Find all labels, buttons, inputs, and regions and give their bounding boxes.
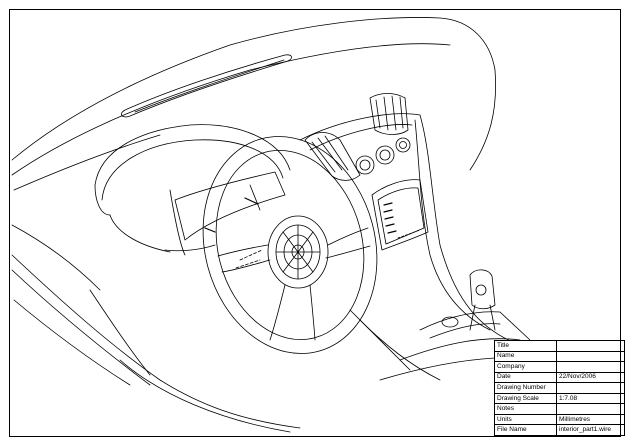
dashboard-top-edge bbox=[11, 17, 496, 171]
sheet-border bbox=[9, 9, 621, 437]
climate-knob-3 bbox=[395, 137, 411, 153]
title-block-label: Notes bbox=[494, 403, 557, 415]
gear-console bbox=[419, 311, 531, 353]
title-block-label: Name bbox=[494, 350, 557, 363]
center-vent-right bbox=[369, 93, 409, 135]
title-block-label: File Name bbox=[494, 424, 557, 436]
title-block-value: Millimetres bbox=[556, 413, 625, 426]
gear-shifter bbox=[469, 269, 496, 310]
title-block-row: Company bbox=[494, 361, 625, 373]
title-block-row: Notes bbox=[494, 403, 625, 415]
title-block-label: Company bbox=[494, 361, 557, 373]
lower-fascia bbox=[11, 254, 301, 429]
title-block-value bbox=[556, 340, 625, 352]
title-block-value bbox=[556, 403, 625, 415]
title-block-label: Drawing Scale bbox=[494, 392, 557, 405]
defroster-vent bbox=[121, 54, 292, 118]
title-block-value: 22/Nov/2006 bbox=[556, 371, 625, 384]
title-block-row: Title bbox=[494, 340, 625, 352]
cluster-hood bbox=[94, 124, 291, 186]
dashboard-wireframe bbox=[11, 17, 531, 433]
steering-hub bbox=[267, 215, 329, 289]
climate-knob-1 bbox=[355, 155, 375, 175]
title-block-label: Drawing Number bbox=[494, 382, 557, 394]
climate-knob-2 bbox=[375, 145, 395, 165]
title-block-row: Drawing Number bbox=[494, 382, 625, 394]
title-block-value bbox=[556, 382, 625, 394]
steering-wheel-rim bbox=[202, 136, 378, 354]
steering-spoke-bottom bbox=[269, 284, 316, 341]
cluster-window bbox=[174, 171, 286, 241]
title-block-value bbox=[556, 350, 625, 363]
center-display-panel bbox=[371, 179, 429, 251]
title-block-label: Title bbox=[494, 340, 557, 352]
title-block-row: Name bbox=[494, 350, 625, 363]
center-vent-left bbox=[304, 132, 361, 181]
title-block-label: Units bbox=[494, 413, 557, 426]
title-block-value bbox=[556, 361, 625, 373]
steering-spoke-right bbox=[325, 227, 371, 259]
steering-spoke-left bbox=[217, 244, 271, 273]
title-block-label: Date bbox=[494, 371, 557, 384]
steering-column bbox=[349, 309, 411, 371]
title-block-value: 1:7.08 bbox=[556, 392, 625, 405]
center-stack bbox=[299, 113, 521, 346]
title-block-value: interior_part1.wire bbox=[556, 424, 625, 436]
